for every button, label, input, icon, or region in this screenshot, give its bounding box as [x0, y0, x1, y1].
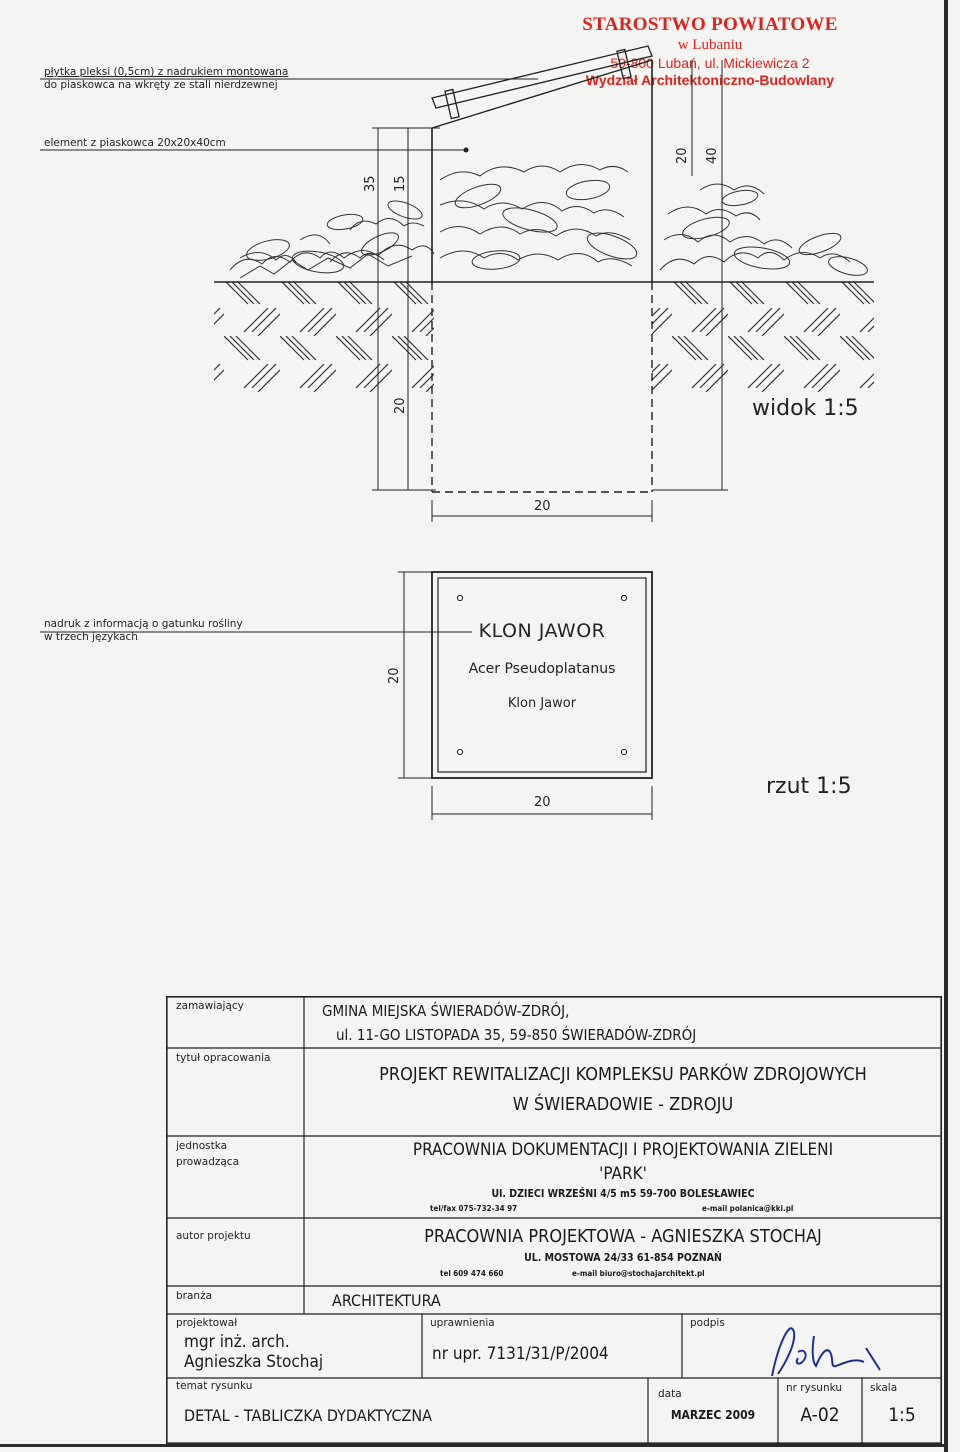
- note-plexi-line2: do piaskowca na wkręty ze stali nierdzew…: [44, 79, 278, 91]
- sheet-border-right: [944, 0, 948, 1452]
- note-plexi-line1: płytka pleksi (0,5cm) z nadrukiem montow…: [44, 66, 289, 78]
- drawing-label: temat rysunku: [176, 1380, 253, 1392]
- dim-40: 40: [705, 147, 720, 164]
- scale-label: skala: [870, 1382, 898, 1394]
- drawing-number-label: nr rysunku: [786, 1382, 843, 1394]
- plan-dimension-lines: [398, 571, 653, 820]
- author-tel: tel 609 474 660: [440, 1269, 504, 1278]
- plexi-plate-elevation: [431, 45, 653, 120]
- stamp-office: STAROSTWO POWIATOWE: [582, 14, 838, 35]
- branch-value: ARCHITEKTURA: [332, 1291, 441, 1310]
- designer-label: projektował: [176, 1317, 238, 1329]
- approval-stamp: STAROSTWO POWIATOWE w Lubaniu 59-800 Lub…: [560, 14, 860, 88]
- detail-drawing: 35 15 20 20 40 20 20 20: [40, 45, 874, 820]
- plaque-title: KLON JAWOR: [478, 620, 606, 642]
- date-value: MARZEC 2009: [670, 1408, 756, 1422]
- unit-address: Ul. DZIECI WRZEŚNI 4/5 m5 59-700 BOLESŁA…: [491, 1188, 755, 1200]
- unit-tel: tel/fax 075-732-34 97: [430, 1204, 518, 1213]
- dim-20-depth: 20: [393, 397, 408, 414]
- license-value: nr upr. 7131/31/P/2004: [432, 1344, 609, 1364]
- note-plexi: płytka pleksi (0,5cm) z nadrukiem montow…: [44, 66, 288, 92]
- dim-35: 35: [363, 175, 378, 192]
- foliage: [229, 164, 868, 279]
- scale-value: 1:5: [888, 1404, 916, 1426]
- plan-scale-label: rzut 1:5: [766, 774, 852, 799]
- dim-15: 15: [393, 175, 408, 192]
- dimension-lines: [372, 60, 728, 522]
- note-print-line1: nadruk z informacją o gatunku rośliny: [44, 618, 243, 630]
- note-print-line2: w trzech językach: [44, 631, 138, 643]
- title-line1: PROJEKT REWITALIZACJI KOMPLEKSU PARKÓW Z…: [379, 1064, 867, 1085]
- client-line1: GMINA MIEJSKA ŚWIERADÓW-ZDRÓJ,: [322, 1002, 570, 1020]
- stamp-department: Wydział Architektoniczno-Budowlany: [585, 72, 835, 88]
- author-line1: PRACOWNIA PROJEKTOWA - AGNIESZKA STOCHAJ: [424, 1226, 822, 1247]
- author-address: UL. MOSTOWA 24/33 61-854 POZNAŃ: [524, 1252, 722, 1264]
- plaque-latin-name: Acer Pseudoplatanus: [468, 661, 616, 677]
- branch-label: branża: [176, 1290, 213, 1302]
- date-label: data: [658, 1388, 682, 1400]
- dim-20-plan-height: 20: [387, 667, 402, 684]
- note-sandstone: element z piaskowca 20x20x40cm: [44, 137, 226, 150]
- plaque-local-name: Klon Jawor: [507, 696, 577, 711]
- designer-line2: Agnieszka Stochaj: [184, 1352, 324, 1372]
- client-line2: ul. 11-GO LISTOPADA 35, 59-850 ŚWIERADÓW…: [336, 1026, 697, 1044]
- leader-lines: [40, 78, 538, 633]
- title-label: tytuł opracowania: [176, 1052, 271, 1064]
- sheet-border-bottom: [0, 1444, 948, 1447]
- title-block: zamawiający GMINA MIEJSKA ŚWIERADÓW-ZDRÓ…: [166, 996, 942, 1444]
- unit-label-1: jednostka: [176, 1140, 228, 1152]
- unit-email: e-mail polanica@kki.pl: [702, 1204, 794, 1213]
- unit-label-2: prowadząca: [176, 1156, 240, 1168]
- author-email: e-mail biuro@stochajarchitekt.pl: [572, 1269, 705, 1278]
- client-label: zamawiający: [176, 1000, 244, 1012]
- title-block-grid: [166, 996, 942, 1444]
- stamp-address: 59-800 Lubań, ul. Mickiewicza 2: [610, 55, 810, 71]
- unit-line1: PRACOWNIA DOKUMENTACJI I PROJEKTOWANIA Z…: [412, 1140, 834, 1160]
- dim-20-width: 20: [534, 499, 551, 514]
- elevation-scale-label: widok 1:5: [752, 396, 859, 421]
- note-sandstone-text: element z piaskowca 20x20x40cm: [44, 137, 226, 149]
- note-print: nadruk z informacją o gatunku rośliny w …: [44, 618, 243, 644]
- dim-20-top: 20: [675, 147, 690, 164]
- drawing-number: A-02: [800, 1404, 840, 1426]
- soil-hatching: [214, 282, 874, 392]
- drawing-title: DETAL - TABLICZKA DYDAKTYCZNA: [184, 1406, 432, 1425]
- author-label: autor projektu: [176, 1230, 251, 1242]
- dim-20-plan-width: 20: [534, 795, 551, 810]
- signature-mark: [771, 1327, 881, 1377]
- stamp-city: w Lubaniu: [677, 37, 743, 53]
- plaque-plan: [431, 571, 653, 779]
- license-label: uprawnienia: [430, 1317, 495, 1329]
- designer-line1: mgr inż. arch.: [184, 1332, 290, 1352]
- sandstone-post-elevation: [431, 59, 653, 493]
- title-line2: W ŚWIERADOWIE - ZDROJU: [512, 1094, 734, 1115]
- unit-line2: 'PARK': [599, 1164, 647, 1184]
- signature-label: podpis: [690, 1317, 725, 1329]
